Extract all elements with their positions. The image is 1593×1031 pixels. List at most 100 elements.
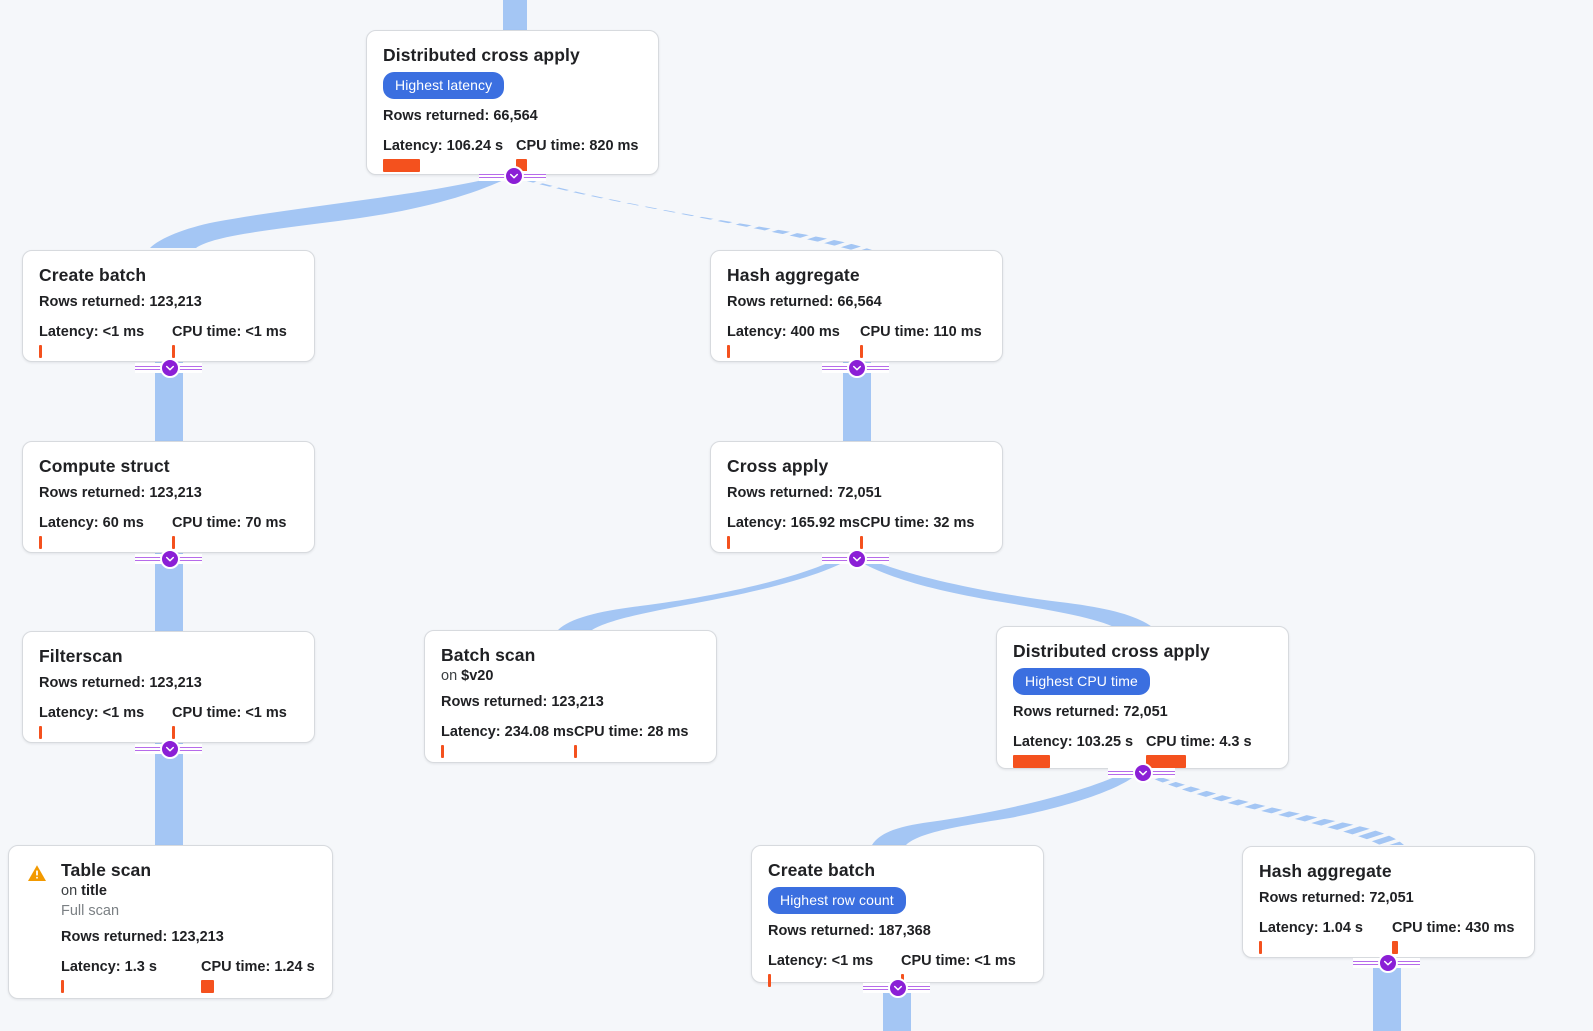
node-cpu-bar: [860, 536, 863, 549]
node-cpu-label: CPU time: 820 ms: [516, 138, 639, 154]
node-cpu-label: CPU time: <1 ms: [172, 324, 287, 340]
node-latency-bar: [768, 974, 771, 987]
collapse-toggle-create-batch-bottom-chevron-down-icon[interactable]: [888, 978, 908, 998]
node-badge: Highest latency: [383, 72, 505, 99]
node-cpu-bar: [516, 159, 527, 172]
node-rows-returned: Rows returned: 123,213: [39, 675, 202, 691]
node-latency-label: Latency: 1.3 s: [61, 959, 157, 975]
node-title: Table scan: [61, 860, 152, 880]
node-rows-returned: Rows returned: 72,051: [727, 485, 882, 501]
node-cpu-label: CPU time: 28 ms: [574, 724, 689, 740]
node-latency-bar: [1259, 941, 1262, 954]
node-subtitle-note: Full scan: [61, 903, 120, 919]
collapse-toggle-hash-aggregate-lower-chevron-down-icon[interactable]: [1378, 953, 1398, 973]
node-latency-metric: Latency: <1 ms: [39, 324, 172, 358]
node-latency-metric: Latency: 60 ms: [39, 515, 172, 549]
node-latency-label: Latency: 103.25 s: [1013, 734, 1134, 750]
node-cpu-metric: CPU time: <1 ms: [172, 705, 287, 739]
node-latency-bar: [39, 345, 42, 358]
node-latency-metric: Latency: 234.08 ms: [441, 724, 574, 758]
node-cpu-metric: CPU time: 820 ms: [516, 138, 639, 172]
node-latency-bar: [383, 159, 420, 172]
node-latency-bar: [727, 345, 730, 358]
node-cpu-bar: [1392, 941, 1398, 954]
node-cpu-bar: [172, 345, 175, 358]
collapse-toggle-hash-aggregate-upper-chevron-down-icon[interactable]: [847, 358, 867, 378]
node-cpu-bar: [201, 980, 214, 993]
node-latency-bar: [1013, 755, 1050, 768]
edge-dca2-to-create-batch: [872, 772, 1140, 845]
node-latency-metric: Latency: 400 ms: [727, 324, 860, 358]
node-title: Hash aggregate: [727, 265, 860, 285]
node-cpu-metric: CPU time: <1 ms: [172, 324, 287, 358]
node-cpu-metric: CPU time: <1 ms: [901, 953, 1016, 987]
node-title: Distributed cross apply: [1013, 641, 1210, 661]
node-rows-returned: Rows returned: 72,051: [1013, 704, 1168, 720]
node-rows-returned: Rows returned: 187,368: [768, 923, 931, 939]
node-latency-label: Latency: 165.92 ms: [727, 515, 860, 531]
node-cpu-label: CPU time: 32 ms: [860, 515, 975, 531]
node-cpu-metric: CPU time: 32 ms: [860, 515, 974, 549]
edge-cross-apply-to-distributed-cross-apply: [852, 556, 1156, 630]
node-cpu-bar: [172, 726, 175, 739]
node-cpu-label: CPU time: 4.3 s: [1146, 734, 1252, 750]
node-cpu-label: CPU time: 110 ms: [860, 324, 982, 340]
node-cpu-label: CPU time: <1 ms: [901, 953, 1016, 969]
node-cpu-metric: CPU time: 70 ms: [172, 515, 286, 549]
node-rows-returned: Rows returned: 72,051: [1259, 890, 1414, 906]
node-rows-returned: Rows returned: 123,213: [61, 929, 224, 945]
collapse-toggle-filterscan-chevron-down-icon[interactable]: [160, 739, 180, 759]
collapse-toggle-compute-struct-chevron-down-icon[interactable]: [160, 549, 180, 569]
node-cpu-label: CPU time: 1.24 s: [201, 959, 315, 975]
node-cpu-label: CPU time: 430 ms: [1392, 920, 1515, 936]
collapse-toggle-create-batch-left-chevron-down-icon[interactable]: [160, 358, 180, 378]
node-latency-bar: [39, 726, 42, 739]
node-latency-bar: [61, 980, 64, 993]
node-title: Filterscan: [39, 646, 123, 666]
node-latency-label: Latency: 106.24 s: [383, 138, 504, 154]
node-latency-metric: Latency: 106.24 s: [383, 138, 516, 172]
node-title: Hash aggregate: [1259, 861, 1392, 881]
warning-triangle-icon: [27, 863, 47, 883]
node-metrics: Latency: <1 ms CPU time: <1 ms: [39, 324, 298, 358]
node-cpu-bar: [172, 536, 175, 549]
node-rows-returned: Rows returned: 123,213: [39, 294, 202, 310]
node-rows-returned: Rows returned: 66,564: [727, 294, 882, 310]
node-metrics: Latency: <1 ms CPU time: <1 ms: [768, 953, 1027, 987]
node-latency-label: Latency: <1 ms: [768, 953, 874, 969]
node-cpu-bar: [860, 345, 863, 358]
edge-dca2-to-hash-aggregate: [1140, 772, 1404, 845]
edge-cross-apply-to-batch-scan: [558, 556, 855, 630]
node-latency-metric: Latency: <1 ms: [39, 705, 172, 739]
collapse-toggle-cross-apply-chevron-down-icon[interactable]: [847, 549, 867, 569]
node-latency-label: Latency: <1 ms: [39, 324, 145, 340]
node-latency-metric: Latency: 1.3 s: [61, 959, 201, 993]
node-metrics: Latency: 1.3 s CPU time: 1.24 s: [61, 959, 316, 993]
node-cpu-metric: CPU time: 28 ms: [574, 724, 688, 758]
node-subtitle: on title: [61, 883, 107, 899]
node-latency-label: Latency: <1 ms: [39, 705, 145, 721]
collapse-toggle-root-chevron-down-icon[interactable]: [504, 166, 524, 186]
node-title: Compute struct: [39, 456, 170, 476]
node-badge: Highest row count: [768, 887, 906, 914]
collapse-toggle-distributed-cross-apply-2-chevron-down-icon[interactable]: [1133, 763, 1153, 783]
node-cpu-label: CPU time: <1 ms: [172, 705, 287, 721]
node-title: Distributed cross apply: [383, 45, 580, 65]
node-latency-metric: Latency: 1.04 s: [1259, 920, 1392, 954]
